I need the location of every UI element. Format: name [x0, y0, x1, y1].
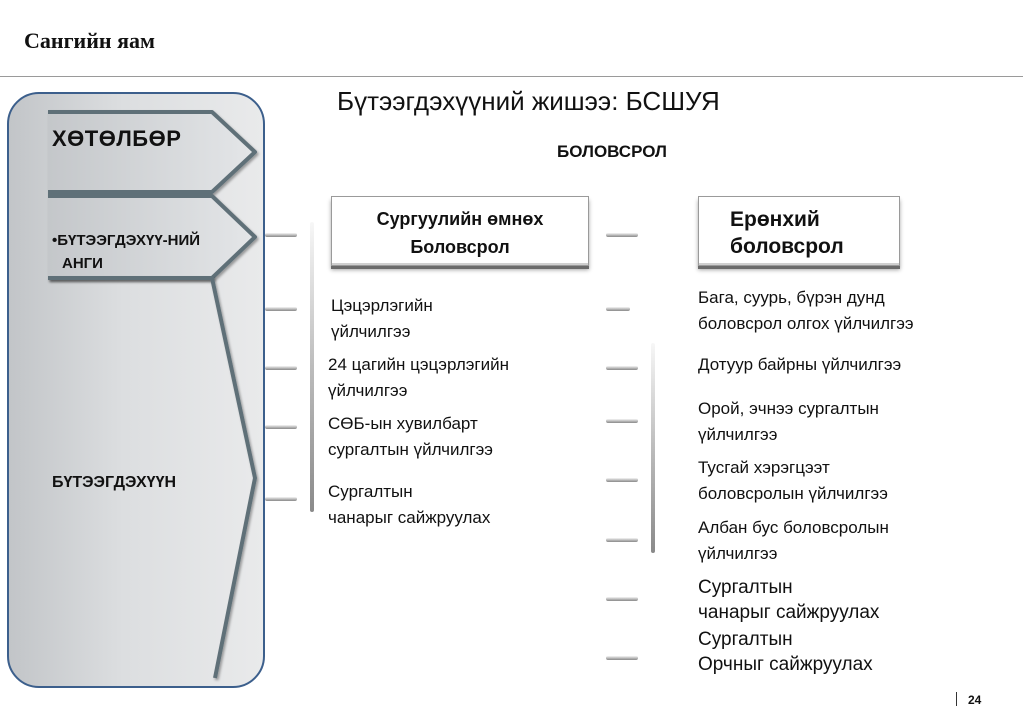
general-service-item: Орой, эчнээ сургалтын үйлчилгээ — [698, 396, 879, 448]
preschool-service-item: 24 цагийн цэцэрлэгийн үйлчилгээ — [328, 352, 509, 404]
service-line: Цэцэрлэгийн — [331, 296, 433, 315]
connector-bar-left — [310, 222, 314, 512]
general-service-item: Тусгай хэрэгцээт боловсролын үйлчилгээ — [698, 455, 888, 507]
preschool-heading-line2: Боловсрол — [410, 237, 510, 257]
service-line: СӨБ-ын хувилбарт — [328, 414, 478, 433]
ministry-name: Сангийн яам — [24, 28, 155, 53]
connector-dash — [606, 366, 638, 370]
service-line: боловсрол олгох үйлчилгээ — [698, 314, 914, 333]
connector-bar-right — [651, 343, 655, 553]
connector-dash — [265, 497, 297, 501]
product-class-label: •БҮТЭЭГДЭХҮҮ-НИЙ АНГИ — [52, 229, 200, 275]
connector-dash — [606, 478, 638, 482]
connector-dash — [606, 419, 638, 423]
general-heading-line1: Ерөнхий — [730, 208, 820, 231]
preschool-service-item: СӨБ-ын хувилбарт сургалтын үйлчилгээ — [328, 411, 493, 463]
service-line: Орой, эчнээ сургалтын — [698, 399, 879, 418]
general-service-item: Дотуур байрны үйлчилгээ — [698, 352, 901, 378]
product-class-label-line2: АНГИ — [62, 255, 103, 272]
service-line: сургалтын үйлчилгээ — [328, 440, 493, 459]
service-line: Сургалтын — [328, 482, 413, 501]
service-line: чанарыг сайжруулах — [698, 602, 880, 623]
connector-dash — [265, 233, 297, 237]
header-divider — [0, 76, 1023, 77]
general-heading-box: Ерөнхий боловсрол — [698, 196, 900, 266]
service-line: үйлчилгээ — [328, 381, 408, 400]
service-line: боловсролын үйлчилгээ — [698, 484, 888, 503]
service-line: Дотуур байрны үйлчилгээ — [698, 355, 902, 374]
connector-dash — [606, 233, 638, 237]
service-line: үйлчилгээ — [331, 322, 411, 341]
service-line: Орчныг сайжруулах — [698, 654, 873, 675]
product-class-label-line1: •БҮТЭЭГДЭХҮҮ-НИЙ — [52, 232, 201, 249]
hierarchy-panel — [7, 92, 265, 688]
service-line: чанарыг сайжруулах — [328, 508, 491, 527]
service-line: үйлчилгээ — [698, 544, 778, 563]
general-heading-line2: боловсрол — [730, 235, 844, 258]
preschool-heading-box: Сургуулийн өмнөх Боловсрол — [331, 196, 589, 266]
general-service-item: Сургалтын Орчныг сайжруулах — [698, 627, 873, 677]
sector-label: БОЛОВСРОЛ — [557, 142, 667, 161]
service-line: 24 цагийн цэцэрлэгийн — [328, 355, 509, 374]
connector-dash — [606, 307, 630, 311]
preschool-service-item: Цэцэрлэгийн үйлчилгээ — [331, 293, 433, 345]
connector-dash — [265, 425, 297, 429]
general-service-item: Бага, суурь, бүрэн дунд боловсрол олгох … — [698, 285, 914, 337]
connector-dash — [265, 366, 297, 370]
general-service-item: Албан бус боловсролын үйлчилгээ — [698, 515, 889, 567]
preschool-service-item: Сургалтын чанарыг сайжруулах — [328, 479, 490, 531]
connector-dash — [606, 656, 638, 660]
service-line: Бага, суурь, бүрэн дунд — [698, 288, 885, 307]
page-number-separator — [956, 692, 957, 706]
product-label: БҮТЭЭГДЭХҮҮН — [52, 474, 177, 491]
program-label: ХӨТӨЛБӨР — [52, 126, 182, 151]
connector-dash — [265, 307, 297, 311]
connector-dash — [606, 538, 638, 542]
service-line: Тусгай хэрэгцээт — [698, 458, 830, 477]
general-service-item: Сургалтын чанарыг сайжруулах — [698, 575, 879, 625]
service-line: үйлчилгээ — [698, 425, 778, 444]
service-line: Сургалтын — [698, 577, 793, 598]
slide-title: Бүтээгдэхүүний жишээ: БСШУЯ — [337, 86, 720, 116]
connector-dash — [606, 597, 638, 601]
service-line: Албан бус боловсролын — [698, 518, 889, 537]
preschool-heading-line1: Сургуулийн өмнөх — [376, 209, 544, 229]
service-line: Сургалтын — [698, 629, 793, 650]
page-number: 24 — [968, 693, 982, 707]
